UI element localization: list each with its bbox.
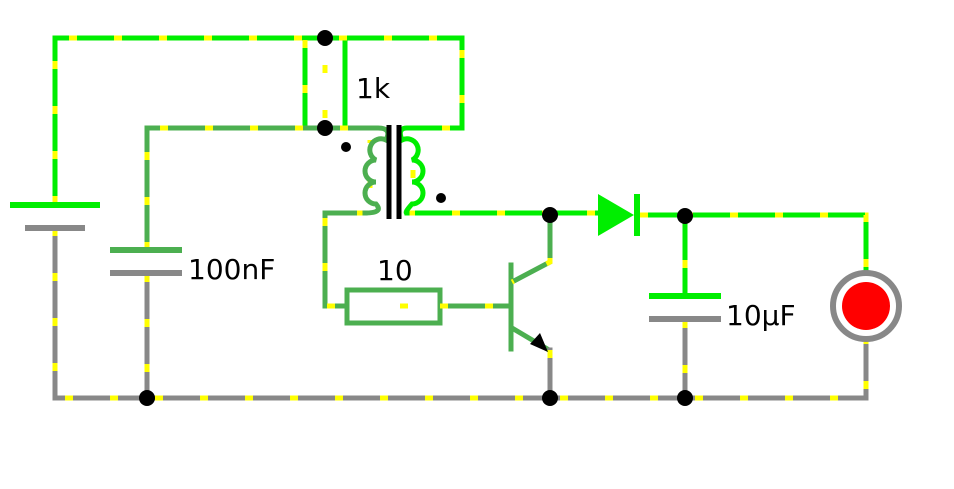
label-capacitor-10uf: 10µF xyxy=(726,299,796,332)
transformer-primary-coil xyxy=(362,125,391,216)
node xyxy=(677,208,693,224)
node xyxy=(317,30,333,46)
transistor-emitter-arrow xyxy=(530,333,548,352)
wire-top-right-coil xyxy=(409,35,465,131)
diode-triangle xyxy=(598,194,634,236)
wire-coil-to-resistor xyxy=(322,210,368,309)
polarity-dot-secondary xyxy=(436,193,446,203)
resistor-10-body xyxy=(344,287,443,326)
transformer-secondary-coil xyxy=(397,125,426,216)
node xyxy=(542,390,558,406)
label-resistor-10: 10 xyxy=(377,254,413,287)
diode xyxy=(598,194,640,236)
led xyxy=(830,270,902,342)
wire-cap-left-top xyxy=(144,125,368,253)
label-capacitor-100nf: 100nF xyxy=(188,253,275,286)
capacitor-10uf xyxy=(649,293,721,322)
capacitor-100nf xyxy=(110,247,182,276)
wire-ground-rail xyxy=(52,225,869,401)
battery xyxy=(10,202,100,231)
label-resistor-1k: 1k xyxy=(356,72,391,105)
transformer xyxy=(341,125,446,219)
wire-diode-to-led xyxy=(637,212,869,275)
supply-wires xyxy=(52,35,869,299)
led-light xyxy=(842,282,890,330)
node xyxy=(139,390,155,406)
mid-wires xyxy=(144,125,553,354)
node xyxy=(317,120,333,136)
node xyxy=(542,207,558,223)
polarity-dot-primary xyxy=(341,142,351,152)
current-dots xyxy=(52,35,869,401)
node xyxy=(677,390,693,406)
wire-collector xyxy=(508,210,553,286)
junction-nodes xyxy=(139,30,693,406)
